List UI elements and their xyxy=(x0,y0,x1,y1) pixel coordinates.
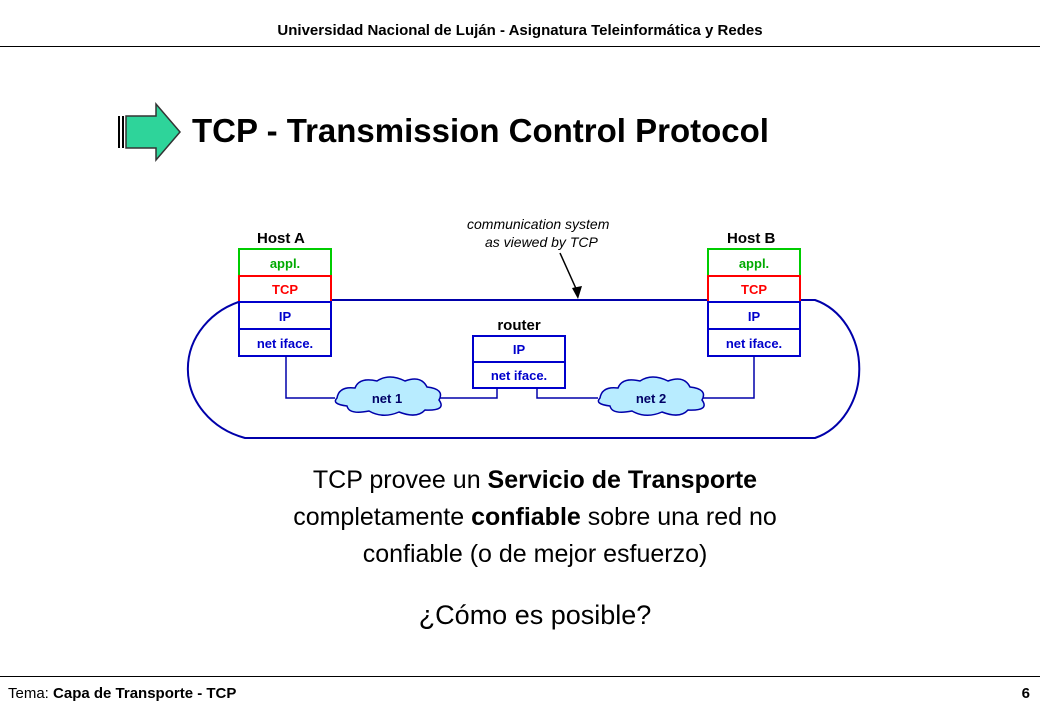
net2-label: net 2 xyxy=(636,391,666,406)
description-line3: confiable (o de mejor esfuerzo) xyxy=(362,540,708,568)
footer-topic: Tema: Capa de Transporte - TCP xyxy=(8,685,236,702)
host-a-appl: appl. xyxy=(270,256,300,271)
host-b-label: Host B xyxy=(727,230,776,247)
page-number: 6 xyxy=(1021,685,1030,702)
host-b-stack: appl. TCP IP net iface. xyxy=(707,248,801,357)
net2-cloud-icon: net 2 xyxy=(597,376,705,416)
right-arrow-icon xyxy=(118,101,181,163)
host-a-ip: IP xyxy=(279,309,292,324)
reliable-highlight: confiable xyxy=(471,503,581,531)
host-b-tcp: TCP xyxy=(741,282,767,297)
footer-topic-label: Tema: xyxy=(8,685,54,702)
question-text: ¿Cómo es posible? xyxy=(418,600,652,630)
caption-pointer xyxy=(559,252,579,294)
host-b-appl: appl. xyxy=(739,256,769,271)
router-ip: IP xyxy=(513,342,526,357)
slide-title: TCP - Transmission Control Protocol xyxy=(192,112,769,149)
host-b-netiface: net iface. xyxy=(726,336,782,351)
router-label: router xyxy=(497,317,541,334)
host-a-tcp: TCP xyxy=(272,282,298,297)
description-line1: TCP provee un Servicio de Transporte xyxy=(312,466,758,494)
description-line2: completamente confiable sobre una red no xyxy=(293,503,777,531)
header-rule xyxy=(0,46,1040,47)
service-highlight: Servicio de Transporte xyxy=(487,466,758,494)
router-netiface: net iface. xyxy=(491,368,547,383)
wire-router-net2 xyxy=(536,388,598,399)
footer-topic-value: Capa de Transporte - TCP xyxy=(53,685,237,702)
router-stack: IP net iface. xyxy=(472,335,566,389)
host-b-ip: IP xyxy=(748,309,761,324)
host-a-stack: appl. TCP IP net iface. xyxy=(238,248,332,357)
wire-net2-host-b xyxy=(703,356,755,399)
wire-host-a-net1 xyxy=(285,356,335,399)
communication-system-loop xyxy=(186,299,861,439)
description-text: TCP provee un Servicio de Transporte com… xyxy=(160,462,910,573)
diagram-caption-line1: communication system xyxy=(467,216,610,232)
diagram-caption-line2: as viewed by TCP xyxy=(485,234,598,250)
header-title: Universidad Nacional de Luján - Asignatu… xyxy=(277,22,763,39)
net1-cloud-icon: net 1 xyxy=(334,376,442,416)
host-a-netiface: net iface. xyxy=(257,336,313,351)
wire-net1-router xyxy=(440,388,498,399)
host-a-label: Host A xyxy=(257,230,305,247)
net1-label: net 1 xyxy=(372,391,402,406)
footer-rule xyxy=(0,676,1040,677)
tcp-communication-diagram: communication system as viewed by TCP Ho… xyxy=(186,216,861,439)
